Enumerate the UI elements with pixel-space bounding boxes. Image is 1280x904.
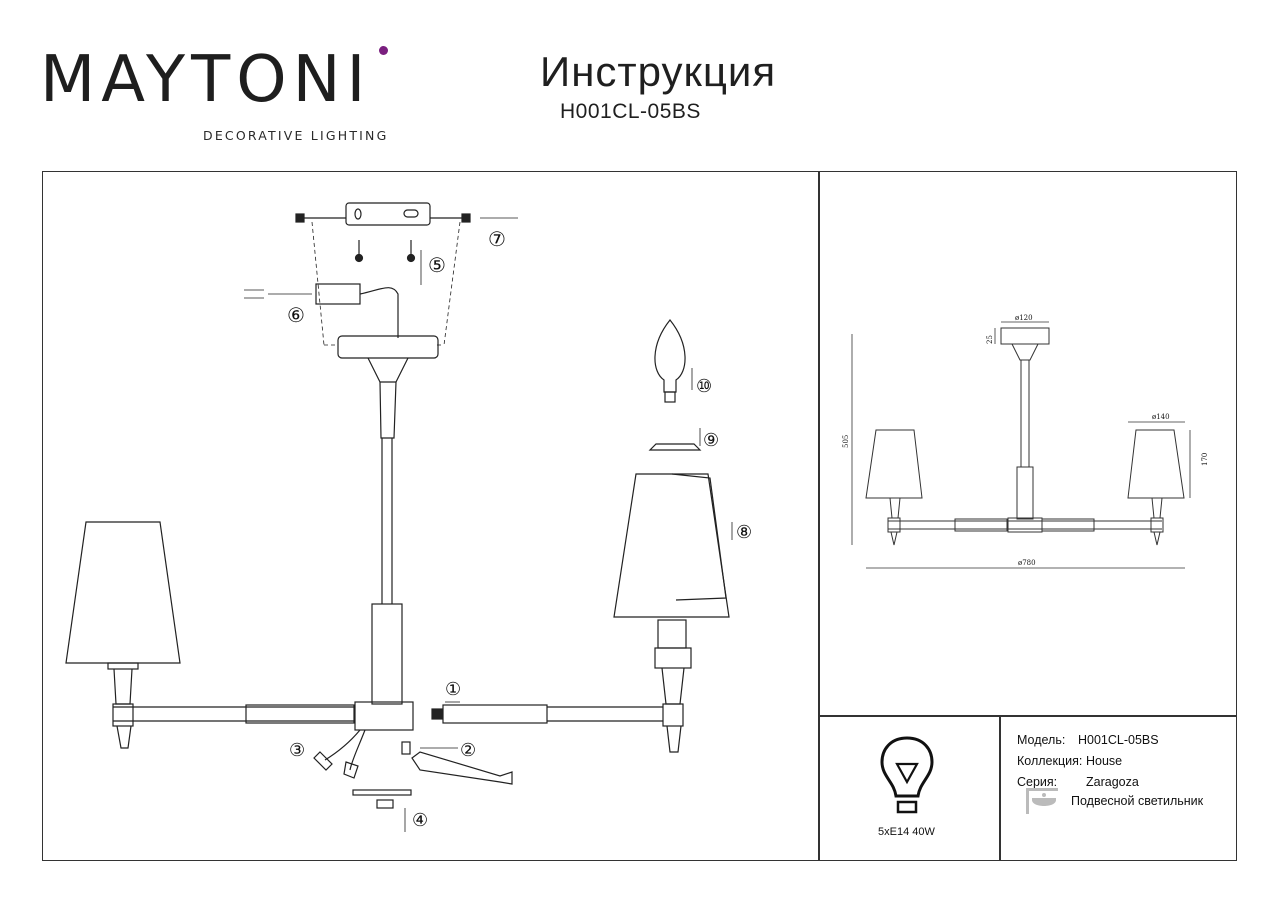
frame-divider-spec [999, 715, 1001, 861]
step-8-label: ⑧ [736, 522, 752, 543]
step-3-label: ③ [289, 740, 305, 761]
diagram-frame [42, 171, 1237, 861]
step-5-label: ⑤ [428, 253, 446, 277]
dim-total-diameter: ø780 [1018, 559, 1036, 567]
right-lampshade [613, 473, 730, 618]
canopy [337, 335, 439, 359]
step-4-label: ④ [412, 810, 428, 831]
lamp-type: Подвесной светильник [1071, 794, 1204, 808]
bulb-spec: 5xE14 40W [878, 826, 935, 838]
page-title: Инструкция [540, 48, 777, 95]
step-1-label: ① [445, 679, 461, 700]
logo-accent-dot [379, 46, 388, 55]
mounting-bracket [345, 202, 431, 226]
frame-divider-vertical [818, 171, 820, 861]
brand-logo: MAYTONI DECORATIVE LIGHTING [40, 43, 400, 148]
logo-wordmark: MAYTONI [40, 43, 372, 117]
dim-shade-diameter: ø140 [1152, 413, 1170, 421]
step-7-label: ⑦ [488, 227, 506, 251]
dim-shade-height: 170 [1201, 453, 1209, 466]
model-value: H001CL-05BS [1078, 733, 1159, 747]
series-label: Серия: [1017, 775, 1058, 789]
dim-total-height: 505 [842, 435, 850, 448]
wrench-icon [411, 751, 513, 785]
left-lampshade [65, 521, 181, 664]
step-9-label: ⑨ [703, 430, 719, 451]
collection-label: Коллекция: [1017, 754, 1083, 768]
bulb-icon [880, 736, 934, 814]
collection-value: House [1086, 754, 1123, 768]
step-10-label: ⑩ [696, 376, 712, 397]
model-heading: H001CL-05BS [560, 100, 701, 123]
dim-canopy-diameter: ø120 [1015, 314, 1033, 322]
model-label: Модель: [1017, 733, 1066, 747]
step-6-label: ⑥ [287, 303, 305, 327]
dim-canopy-height: 25 [986, 335, 994, 344]
step-2-label: ② [460, 740, 476, 761]
series-value: Zaragoza [1086, 775, 1139, 789]
pendant-lamp-icon [1026, 788, 1058, 814]
logo-tagline: DECORATIVE LIGHTING [203, 128, 389, 143]
frame-divider-horizontal [818, 715, 1237, 717]
